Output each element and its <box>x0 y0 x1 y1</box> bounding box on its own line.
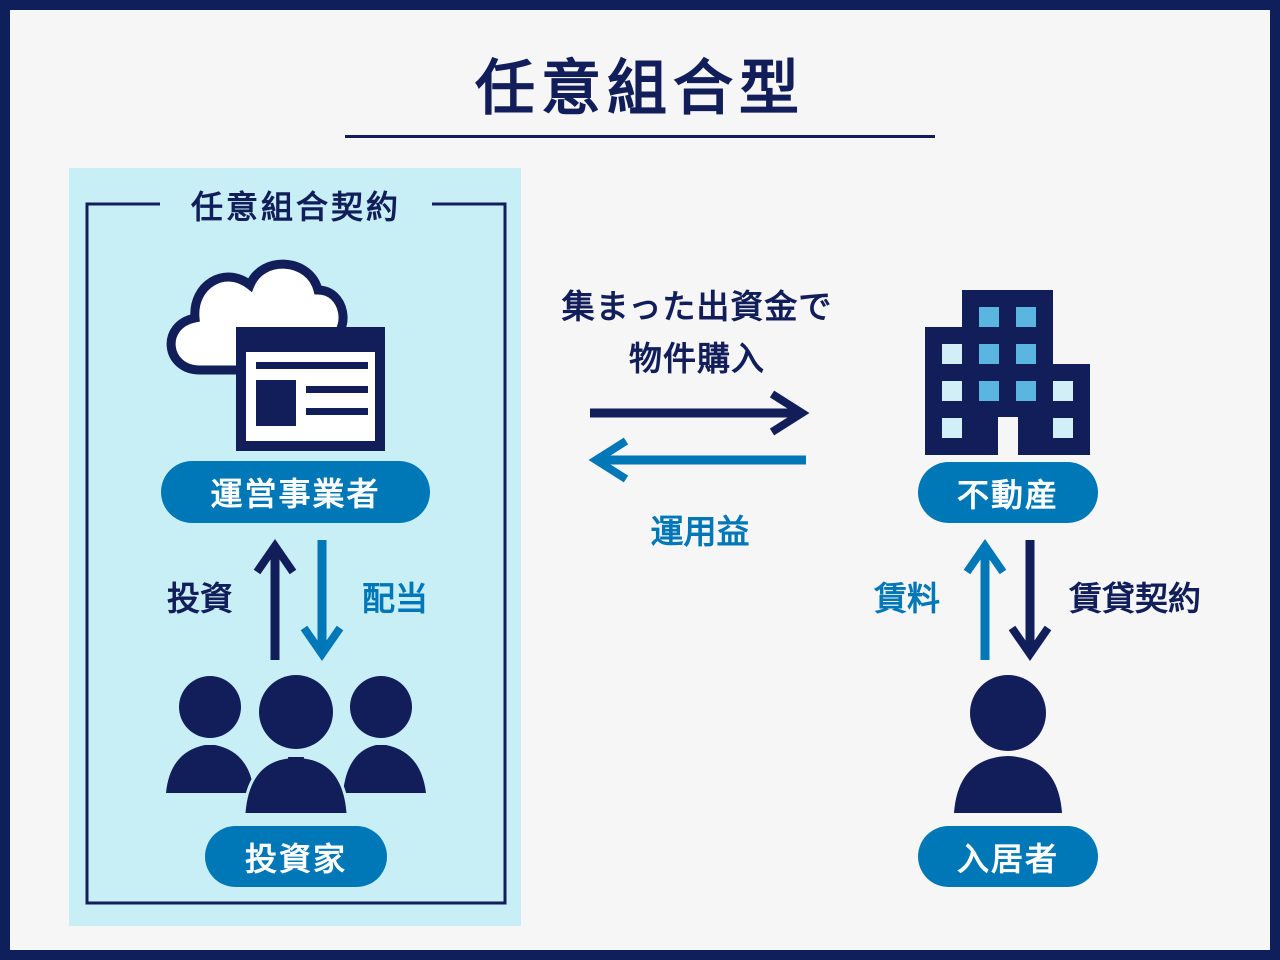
dividend-arrow-down <box>300 540 344 662</box>
investors-node: 投資家 <box>205 826 387 887</box>
purchase-arrow-right <box>590 390 810 436</box>
rent-arrow-up <box>963 538 1007 660</box>
lease-arrow-down <box>1008 540 1052 662</box>
lease-label: 賃貸契約 <box>1069 579 1201 618</box>
rent-label: 賃料 <box>874 579 940 618</box>
cloud-web-icon <box>166 259 385 451</box>
operator-node: 運営事業者 <box>161 461 430 523</box>
investors-icon <box>166 675 426 814</box>
real-estate-node: 不動産 <box>918 462 1098 523</box>
returns-label: 運用益 <box>650 512 750 551</box>
returns-arrow-left <box>588 437 806 483</box>
purchase-label-line1: 集まった出資金で <box>561 287 833 326</box>
tenant-icon <box>954 675 1062 813</box>
page-title: 任意組合型 <box>475 54 805 124</box>
contract-box-label: 任意組合契約 <box>190 188 401 226</box>
invest-arrow-up <box>253 538 297 660</box>
contract-box-border <box>85 202 507 905</box>
title-underline <box>345 135 935 138</box>
building-icon <box>925 290 1090 455</box>
tenant-node: 入居者 <box>918 826 1098 887</box>
invest-label: 投資 <box>167 579 233 618</box>
purchase-label-line2: 物件購入 <box>629 339 765 378</box>
dividend-label: 配当 <box>362 579 428 618</box>
